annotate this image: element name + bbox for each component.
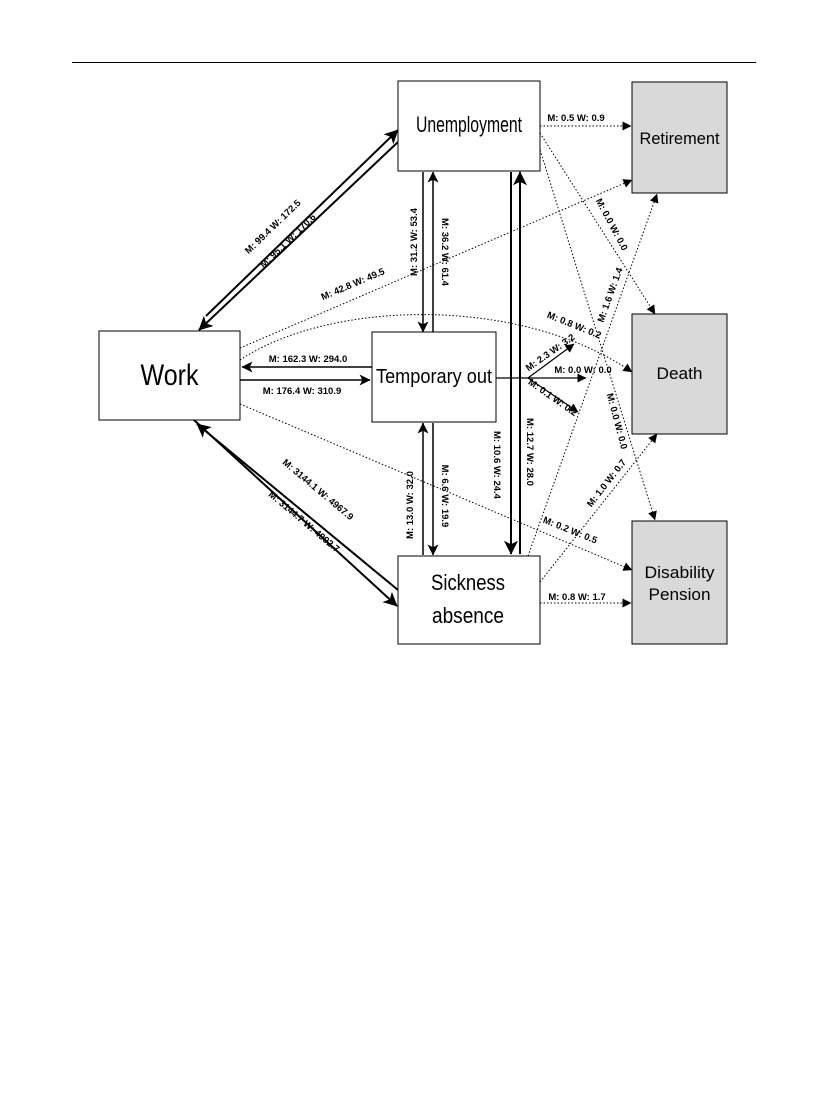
node-retirement: Retirement bbox=[631, 81, 728, 194]
edge-temporary-out-to-disability bbox=[527, 377, 579, 413]
label-temporary-out-to-work: M: 162.3 W: 294.0 bbox=[269, 354, 348, 365]
node-work: Work bbox=[98, 330, 241, 421]
node-work-box bbox=[98, 330, 241, 421]
label-sickness-to-disability: M: 0.8 W: 1.7 bbox=[548, 592, 605, 603]
node-work-label: Work bbox=[141, 359, 200, 392]
label-temporary-out-to-death: M: 0.0 W: 0.0 bbox=[554, 365, 611, 376]
node-sickness-absence: Sickness absence bbox=[397, 555, 541, 645]
edge-temporary-out-to-retirement bbox=[527, 343, 575, 379]
label-work-to-temporary-out: M: 176.4 W: 310.9 bbox=[263, 386, 342, 397]
node-temporary-out: Temporary out bbox=[371, 331, 497, 423]
label-work-to-retirement: M: 42.8 W: 49.5 bbox=[320, 266, 387, 303]
edge-work-to-death bbox=[239, 314, 633, 373]
label-unemployment-to-disability: M: 0.0 W: 0.0 bbox=[604, 392, 629, 450]
node-temporary-out-box bbox=[371, 331, 497, 423]
node-sickness-absence-label-line1: Sickness bbox=[431, 570, 505, 595]
label-unemployment-to-sickness: M: 10.6 W: 24.4 bbox=[491, 431, 502, 500]
node-disability-pension-label-line2: Pension bbox=[649, 585, 711, 604]
label-sickness-to-unemployment: M: 12.7 W: 28.0 bbox=[524, 418, 535, 486]
node-disability-pension-label-line1: Disability bbox=[645, 563, 715, 582]
node-disability-pension-box bbox=[631, 520, 728, 645]
label-temporary-out-to-unemployment: M: 31.2 W: 53.4 bbox=[409, 207, 420, 276]
edge-sickness-to-work bbox=[196, 423, 399, 591]
label-unemployment-to-temporary-out: M: 36.2 W: 61.4 bbox=[439, 218, 450, 287]
edge-work-to-unemployment bbox=[205, 129, 399, 317]
node-sickness-absence-label-line2: absence bbox=[432, 603, 504, 628]
node-death-box bbox=[631, 313, 728, 435]
node-unemployment: Unemployment bbox=[397, 80, 541, 172]
edges bbox=[193, 121, 659, 608]
header-rule bbox=[72, 62, 756, 63]
edge-sickness-to-retirement bbox=[527, 193, 659, 557]
edge-unemployment-to-work bbox=[198, 141, 399, 331]
node-disability-pension: Disability Pension bbox=[631, 520, 728, 645]
label-temporary-out-to-sickness: M: 6.6 W: 19.9 bbox=[439, 465, 450, 528]
edge-unemployment-to-death bbox=[539, 132, 656, 315]
edge-work-to-retirement bbox=[239, 179, 633, 349]
label-work-to-disability: M: 0.2 W: 0.5 bbox=[541, 515, 599, 547]
node-unemployment-box bbox=[397, 80, 541, 172]
label-unemployment-to-retirement: M: 0.5 W: 0.9 bbox=[547, 113, 604, 124]
node-death: Death bbox=[631, 313, 728, 435]
node-unemployment-label: Unemployment bbox=[416, 112, 522, 137]
label-sickness-to-temporary-out: M: 13.0 W: 32.0 bbox=[405, 471, 416, 539]
node-retirement-box bbox=[631, 81, 728, 194]
node-sickness-absence-box bbox=[397, 555, 541, 645]
node-temporary-out-label: Temporary out bbox=[376, 366, 492, 388]
node-death-label: Death bbox=[657, 364, 703, 383]
label-sickness-to-death: M: 1.0 W: 0.7 bbox=[585, 457, 629, 509]
edge-work-to-disability bbox=[239, 403, 633, 571]
node-retirement-label: Retirement bbox=[640, 129, 720, 148]
edge-work-to-sickness bbox=[193, 419, 398, 607]
label-unemployment-to-work: M: 95.1 W: 170.6 bbox=[258, 212, 318, 271]
label-temporary-out-to-disability: M: 0.1 W: 0.2 bbox=[526, 377, 579, 419]
